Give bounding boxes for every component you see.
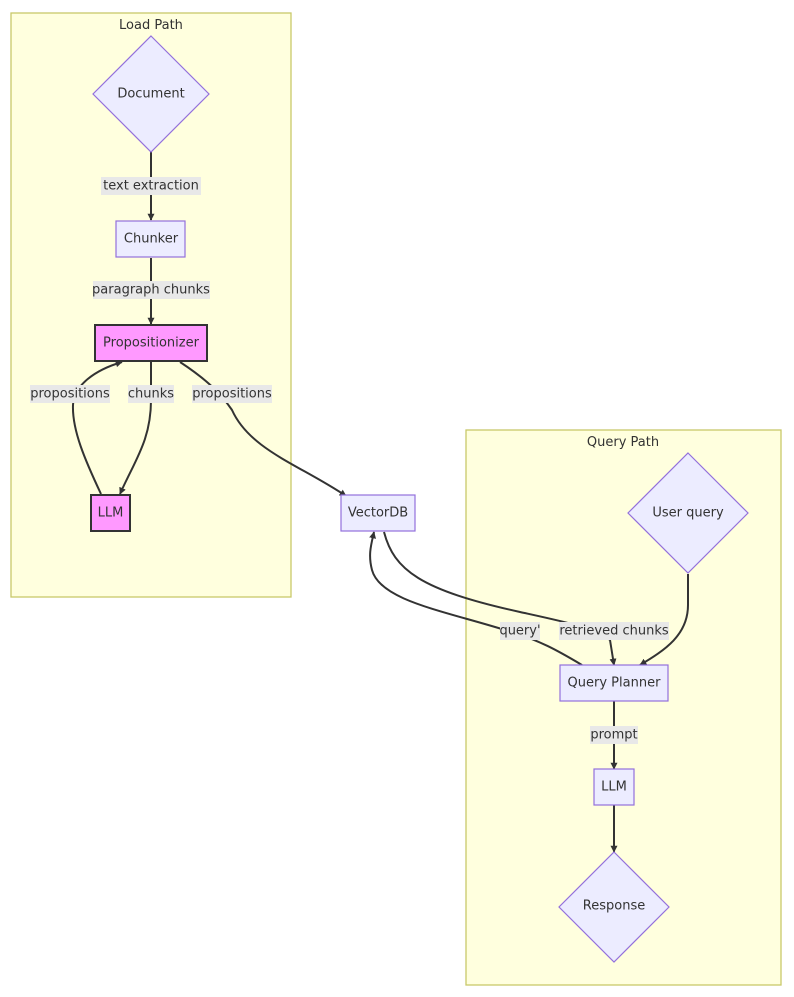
edge-userquery-queryplanner[interactable]: [639, 574, 689, 666]
rect-shape: [90, 494, 131, 532]
node-label: Query Planner: [568, 676, 662, 691]
diamond-shape: [627, 452, 749, 574]
rect-shape: [559, 664, 669, 702]
node-llm-load[interactable]: LLM: [90, 494, 131, 532]
edge-label-text: query': [499, 624, 540, 639]
edge-label-propositions-vectordb: propositions: [192, 385, 272, 403]
edge-label-text: paragraph chunks: [92, 283, 210, 298]
node-label: LLM: [601, 780, 627, 795]
diamond-shape: [92, 35, 210, 153]
node-propositionizer[interactable]: Propositionizer: [94, 324, 208, 362]
node-label: Propositionizer: [103, 336, 200, 351]
edge-label-propositions-llm: propositions: [30, 385, 110, 403]
edge-label-text: prompt: [590, 728, 637, 743]
node-chunker[interactable]: Chunker: [115, 220, 186, 258]
edge-label-chunks: chunks: [128, 385, 174, 403]
node-vectordb[interactable]: VectorDB: [340, 494, 416, 532]
edge-label-query-prime: query': [499, 622, 541, 640]
node-document[interactable]: Document: [92, 35, 210, 153]
nodes: Document Chunker Propositionizer LLM Vec…: [90, 35, 749, 963]
node-query-planner[interactable]: Query Planner: [559, 664, 669, 702]
node-label: Document: [117, 87, 184, 102]
edge-label-paragraph-chunks: paragraph chunks: [92, 281, 210, 299]
edge-label-prompt: prompt: [590, 726, 638, 744]
node-user-query[interactable]: User query: [627, 452, 749, 574]
cluster-load-path-label: Load Path: [119, 18, 183, 33]
edge-label-text-extraction: text extraction: [101, 177, 201, 195]
node-label: LLM: [98, 506, 124, 521]
node-label: VectorDB: [348, 506, 408, 521]
edge-propositionizer-llm[interactable]: [119, 362, 152, 495]
edge-propositionizer-vectordb[interactable]: [179, 361, 347, 497]
rect-shape: [94, 324, 208, 362]
edge-labels: text extraction paragraph chunks chunks …: [30, 177, 669, 744]
rect-shape: [340, 494, 416, 532]
diamond-shape: [558, 851, 670, 963]
node-label: Chunker: [124, 232, 179, 247]
edge-label-text: retrieved chunks: [559, 624, 669, 639]
node-response[interactable]: Response: [558, 851, 670, 963]
node-label: Response: [583, 899, 645, 914]
rect-shape: [115, 220, 186, 258]
edge-label-text: propositions: [192, 387, 272, 402]
node-llm-query[interactable]: LLM: [593, 768, 635, 806]
edge-label-text: text extraction: [103, 179, 199, 194]
edge-label-text: propositions: [30, 387, 110, 402]
edge-queryplanner-vectordb[interactable]: [369, 531, 583, 666]
edge-label-text: chunks: [128, 387, 174, 402]
rect-shape: [593, 768, 635, 806]
cluster-query-path-label: Query Path: [587, 435, 659, 450]
node-label: User query: [652, 506, 724, 521]
edge-label-retrieved-chunks: retrieved chunks: [559, 622, 669, 640]
edge-llm-propositionizer[interactable]: [71, 360, 123, 495]
